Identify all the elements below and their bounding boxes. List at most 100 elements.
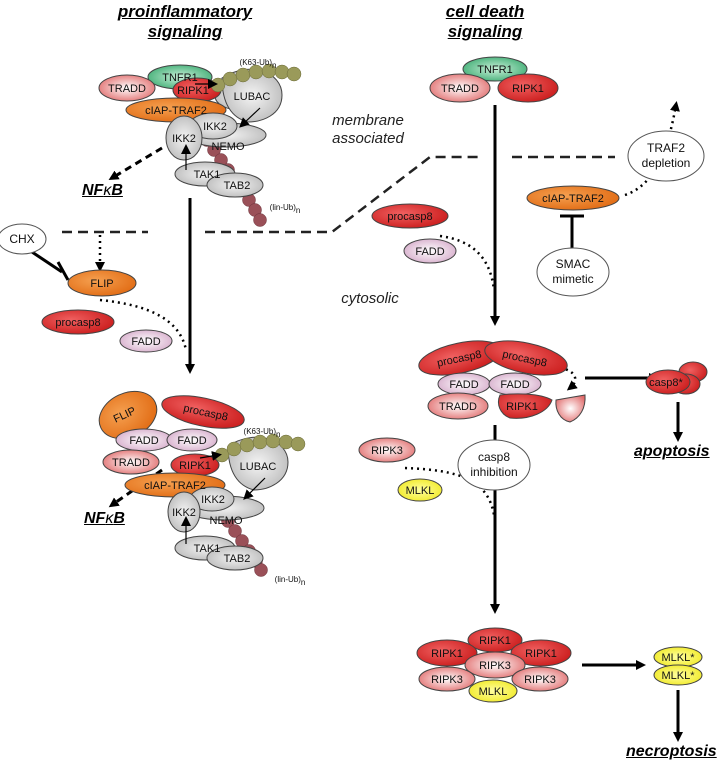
header-proinflammatory-line2: signaling	[147, 22, 223, 41]
label-membrane-associated: membrane associated	[318, 112, 418, 148]
mlkl-free-label: MLKL	[406, 485, 435, 497]
tak1-bottom: TAK1	[194, 543, 221, 555]
ripk3-free	[358, 437, 416, 463]
tradd-mid: TRADD	[439, 401, 477, 413]
nemo-top: NEMO	[212, 141, 245, 153]
arrow-nfkb-top	[108, 146, 163, 181]
smac-mimetic-node	[536, 247, 610, 297]
k63-bottom: (K63-Ub)n	[244, 427, 281, 439]
ciap-traf2-top: cIAP-TRAF2	[145, 105, 207, 117]
nfkb-bottom-b: κ	[105, 510, 114, 527]
fadd-mid-b: FADD	[500, 379, 529, 391]
procasp8-left-label: procasp8	[55, 317, 100, 329]
header-proinflammatory: proinflammatory signaling	[105, 2, 265, 42]
outcome-nfkb-top: NFκB	[82, 182, 123, 200]
inhibit-chx-line	[31, 250, 63, 274]
necrosome-ripk1-left: RIPK1	[431, 648, 463, 660]
inhibit-chx-bar	[56, 261, 70, 281]
ripk1-top: RIPK1	[177, 85, 209, 97]
membrane-boundary-line	[62, 155, 615, 234]
fadd-left	[119, 329, 173, 353]
ripk1-mid: RIPK1	[506, 401, 538, 413]
nfkb-top-a: NF	[82, 182, 104, 199]
complex-i-top-labels: TNFR1 TRADD RIPK1 LUBAC cIAP-TRAF2 IKK2 …	[108, 58, 300, 215]
mlkl-active-top-label: MLKL*	[661, 652, 695, 664]
tab2-bottom: TAB2	[224, 553, 251, 565]
fadd-mid-a: FADD	[449, 379, 478, 391]
ikk2-top-b: IKK2	[172, 133, 196, 145]
fadd-bottom-b: FADD	[177, 435, 206, 447]
nfkb-top-c: B	[111, 182, 123, 199]
procasp8-left	[41, 309, 115, 335]
ikk2-bottom-a: IKK2	[201, 494, 225, 506]
necrosome	[416, 627, 572, 703]
necrosome-ripk1-top: RIPK1	[479, 635, 511, 647]
label-membrane-line1: membrane	[332, 112, 404, 129]
traf2-depletion-line2: depletion	[642, 156, 691, 170]
procasp8-right-top-label: procasp8	[387, 211, 432, 223]
header-cell-death-line1: cell death	[445, 2, 525, 21]
lin-bottom: (lin-Ub)n	[275, 575, 306, 587]
flip-left	[67, 269, 137, 297]
casp8-inhibition-node	[457, 439, 531, 491]
chx-node	[0, 223, 47, 255]
outcome-apoptosis: apoptosis	[634, 443, 710, 460]
complex-i-bottom	[98, 390, 306, 577]
complex-i-top	[98, 63, 302, 227]
lubac-bottom: LUBAC	[240, 461, 277, 473]
label-cytosolic: cytosolic	[341, 290, 399, 307]
nfkb-top-b: κ	[103, 182, 112, 199]
ciap-traf2-right-label: cIAP-TRAF2	[542, 193, 604, 205]
fadd-right-top-label: FADD	[415, 246, 444, 258]
lin-top: (lin-Ub)n	[270, 203, 301, 215]
fadd-left-label: FADD	[131, 336, 160, 348]
smac-line2: mimetic	[552, 272, 593, 286]
header-proinflammatory-line1: proinflammatory	[117, 2, 253, 21]
ikk2-bottom-b: IKK2	[172, 507, 196, 519]
casp8-inhibition-line2: inhibition	[470, 465, 517, 479]
ciap-traf2-right	[526, 185, 620, 211]
arrow-flip-complex	[99, 298, 188, 351]
casp8-inhibition-line1: casp8	[478, 450, 510, 464]
nemo-bottom: NEMO	[210, 515, 243, 527]
complex-iia	[418, 340, 586, 423]
procasp8-right-top	[371, 203, 449, 229]
chx-label: CHX	[9, 232, 34, 246]
ripk1-right: RIPK1	[512, 83, 544, 95]
tradd-top: TRADD	[108, 83, 146, 95]
complex-death-top	[429, 56, 559, 103]
nfkb-bottom-a: NF	[84, 510, 106, 527]
header-cell-death-line2: signaling	[447, 22, 523, 41]
tak1-top: TAK1	[194, 169, 221, 181]
traf2-depletion-line1: TRAF2	[647, 141, 685, 155]
necrosome-ripk1-right: RIPK1	[525, 648, 557, 660]
ikk2-top-a: IKK2	[203, 121, 227, 133]
necrosome-ripk3-right: RIPK3	[524, 674, 556, 686]
nfkb-bottom-c: B	[113, 510, 125, 527]
necrosome-ripk3-left: RIPK3	[431, 674, 463, 686]
mlkl-active-bottom-label: MLKL*	[661, 670, 695, 682]
mlkl-active-bottom	[653, 664, 703, 686]
ripk3-free-label: RIPK3	[371, 445, 403, 457]
traf2-depletion-node	[627, 130, 705, 182]
ripk1-bottom: RIPK1	[179, 460, 211, 472]
tradd-bottom: TRADD	[112, 457, 150, 469]
outcome-necroptosis: necroptosis	[626, 743, 717, 760]
necrosome-mlkl: MLKL	[479, 686, 508, 698]
mlkl-free	[397, 478, 443, 502]
fadd-right-top	[403, 238, 457, 264]
fadd-bottom-a: FADD	[129, 435, 158, 447]
k63-top: (K63-Ub)n	[240, 58, 277, 70]
lubac-top: LUBAC	[234, 91, 271, 103]
ciap-traf2-bottom: cIAP-TRAF2	[144, 480, 206, 492]
tradd-right: TRADD	[441, 83, 479, 95]
casp8-active: casp8*	[645, 361, 708, 395]
header-cell-death: cell death signaling	[415, 2, 555, 42]
necrosome-ripk3-center: RIPK3	[479, 660, 511, 672]
tnfr1-right: TNFR1	[477, 64, 512, 76]
outcome-nfkb-bottom: NFκB	[84, 510, 125, 528]
tnfr1-top: TNFR1	[162, 72, 197, 84]
flip-left-label: FLIP	[90, 278, 113, 290]
